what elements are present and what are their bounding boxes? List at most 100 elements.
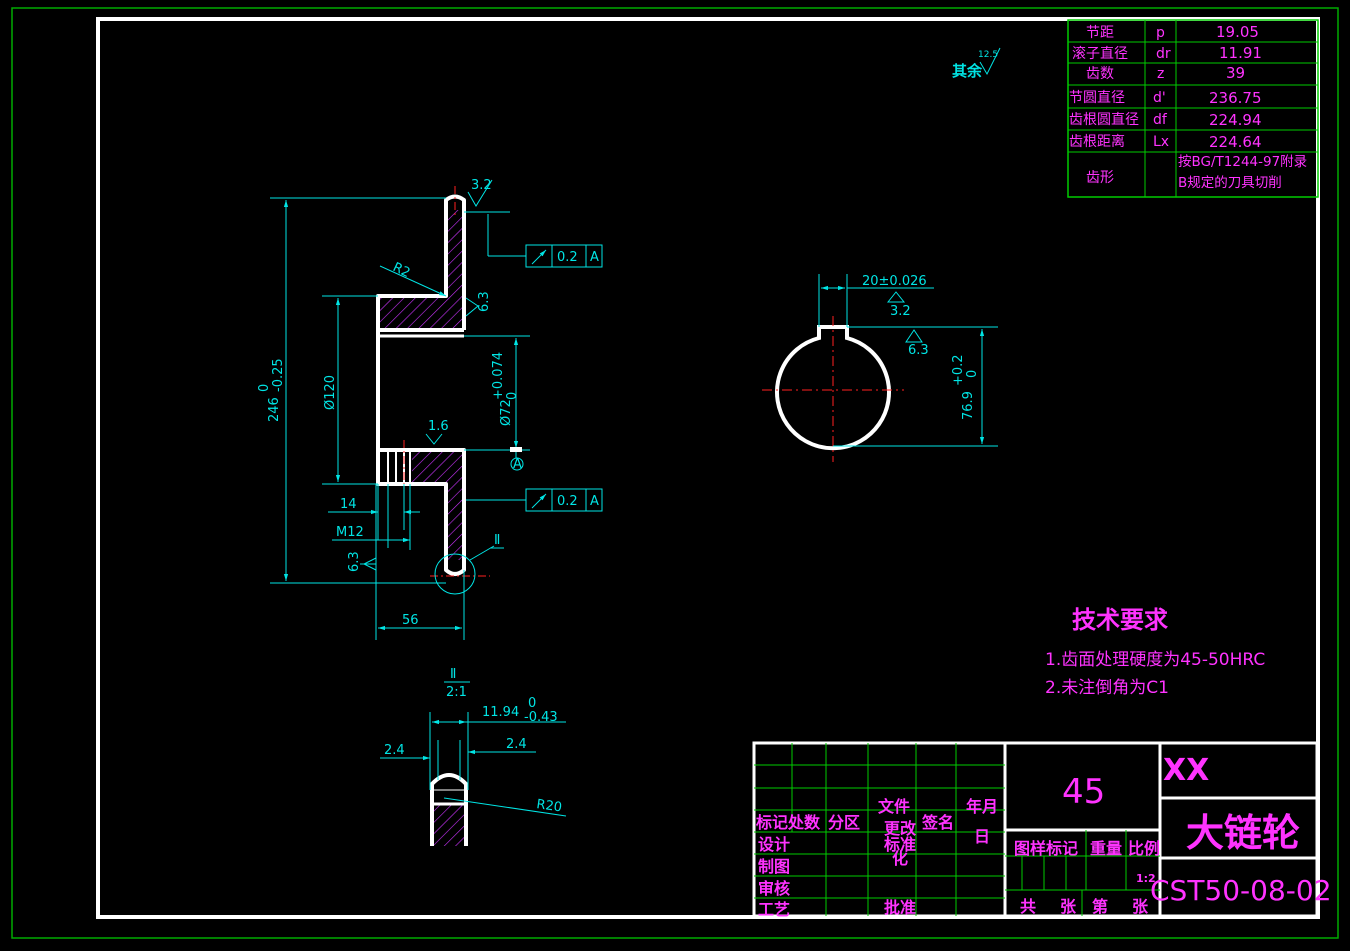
runout-lower-value: 0.2	[557, 494, 578, 509]
keyway-depth: 76.9	[961, 391, 976, 420]
keyway-depth-tol-up: +0.2	[951, 354, 966, 386]
keyway-width: 20±0.026	[862, 274, 927, 289]
param-symbol-3: z	[1157, 66, 1164, 82]
dim-246-tol-up: 0	[257, 384, 272, 392]
param-name-1: 节距	[1086, 25, 1114, 41]
keyway-rough-32: 3.2	[890, 304, 911, 319]
bore-outline	[775, 325, 891, 451]
h-gongyi: 工艺	[758, 900, 790, 919]
detail-hatch	[432, 804, 466, 846]
h-wenjian: 文件	[878, 797, 910, 816]
title-part-name: 大链轮	[1186, 811, 1300, 855]
detail-dim-1194: 11.94	[482, 705, 519, 720]
param-name-4: 节圆直径	[1069, 89, 1125, 106]
detail-ref-label: Ⅱ	[494, 533, 500, 548]
param-value-3: 39	[1226, 64, 1245, 82]
param-value-4: 236.75	[1209, 89, 1262, 107]
roughness-32-top: 3.2	[471, 178, 492, 193]
h-bili: 比例	[1128, 839, 1160, 858]
h-nianyueri: 年月	[966, 797, 998, 816]
h-fenqu: 分区	[828, 813, 860, 832]
detail-dim-24b: 2.4	[506, 737, 527, 752]
h-di: 第	[1092, 897, 1108, 916]
h-ri: 日	[974, 827, 990, 846]
detail-dim-1194-tol-dn: -0.43	[524, 710, 558, 725]
tech-req-item-1: 1.齿面处理硬度为45-50HRC	[1045, 650, 1265, 670]
param-symbol-4: d'	[1153, 90, 1166, 106]
default-roughness-value: 12.5	[978, 50, 998, 60]
title-scale: 1:2	[1136, 872, 1156, 885]
param-name-5: 齿根圆直径	[1069, 111, 1139, 128]
default-roughness-label: 其余	[952, 62, 983, 80]
param-value-6: 224.64	[1209, 133, 1262, 151]
detail-dim-1194-tol-up: 0	[528, 696, 536, 711]
title-drawing-no: CST50-08-02	[1150, 874, 1332, 907]
h-gengai: 更改	[884, 819, 917, 838]
h-pizhun: 批准	[884, 898, 916, 917]
tooth-form-line1: 按BG/T1244-97附录	[1178, 154, 1307, 170]
runout-upper-datum: A	[590, 250, 599, 265]
keyway-rough-63: 6.3	[908, 343, 929, 358]
h-zhang2: 张	[1132, 897, 1149, 916]
detail-scale: 2:1	[446, 685, 467, 700]
keyway-view: 20±0.026 3.2 76.9 +0.2 0 6.3	[762, 274, 998, 462]
h-biaoji: 标记	[755, 813, 788, 832]
tooth-form-name: 齿形	[1086, 170, 1114, 186]
detail-view: Ⅱ 2:1 11.94 0 -0.43 2.4 2.4 R20	[380, 667, 567, 846]
param-name-2: 滚子直径	[1072, 45, 1128, 62]
dim-72-tol-dn: 0	[505, 392, 520, 400]
outer-border	[11, 7, 1339, 939]
h-zhitu: 制图	[758, 857, 790, 876]
keyway-depth-tol-dn: 0	[965, 370, 980, 378]
roughness-63-right: 6.3	[477, 291, 492, 312]
param-name-6: 齿根距离	[1069, 133, 1125, 150]
h-shenhe: 审核	[758, 879, 790, 898]
detail-label: Ⅱ	[450, 667, 456, 682]
h-zhang1: 张	[1060, 897, 1077, 916]
runout-upper-value: 0.2	[557, 250, 578, 265]
default-roughness: 其余 12.5	[952, 47, 1001, 80]
dim-246-tol-dn: -0.25	[271, 358, 286, 392]
tech-req-item-2: 2.未注倒角为C1	[1045, 678, 1169, 698]
roughness-63-left: 6.3	[347, 551, 362, 572]
dim-246: 246	[267, 397, 282, 422]
h-biaozhunhua: 标准	[883, 835, 916, 854]
radius-r2: R2	[390, 260, 412, 281]
dim-56: 56	[402, 613, 419, 628]
dim-72: Ø72	[499, 399, 514, 426]
detail-r20: R20	[535, 797, 562, 815]
param-symbol-6: Lx	[1153, 134, 1169, 150]
param-symbol-2: dr	[1156, 46, 1171, 62]
h-hua: 化	[892, 849, 908, 868]
dim-72-tol-up: +0.074	[491, 352, 506, 400]
h-zhongliang: 重量	[1090, 839, 1122, 858]
param-symbol-1: p	[1156, 25, 1165, 41]
dim-120: Ø120	[323, 375, 338, 410]
detail-outline	[430, 773, 468, 846]
param-value-2: 11.91	[1219, 44, 1262, 62]
dim-14: 14	[340, 497, 357, 512]
param-name-3: 齿数	[1086, 66, 1114, 82]
section-hatch-upper	[378, 210, 464, 330]
detail-dim-24a: 2.4	[384, 743, 405, 758]
param-value-1: 19.05	[1216, 23, 1259, 41]
tooth-form-line2: B规定的刀具切削	[1178, 175, 1282, 191]
dim-m12: M12	[336, 525, 364, 540]
h-sheji: 设计	[758, 835, 790, 854]
h-qianming: 签名	[921, 813, 954, 832]
h-gong: 共	[1020, 897, 1036, 916]
param-symbol-5: df	[1153, 112, 1168, 128]
param-value-5: 224.94	[1209, 111, 1262, 129]
drawing-frame	[96, 17, 1320, 919]
tech-req-title: 技术要求	[1072, 606, 1168, 634]
runout-lower-datum: A	[590, 494, 599, 509]
roughness-16: 1.6	[428, 419, 449, 434]
h-tuyang: 图样标记	[1014, 839, 1078, 858]
parameter-table: 节距 p 19.05 滚子直径 dr 11.91 齿数 z 39 节圆直径 d'…	[1067, 19, 1319, 198]
datum-label: A	[513, 457, 522, 472]
title-block: 45 XX 大链轮 CST50-08-02 标记 处数 分区 文件 更改 签名 …	[752, 741, 1332, 919]
h-chushu: 处数	[787, 813, 821, 832]
title-material: 45	[1062, 772, 1105, 812]
section-hatch-lower	[412, 450, 464, 560]
